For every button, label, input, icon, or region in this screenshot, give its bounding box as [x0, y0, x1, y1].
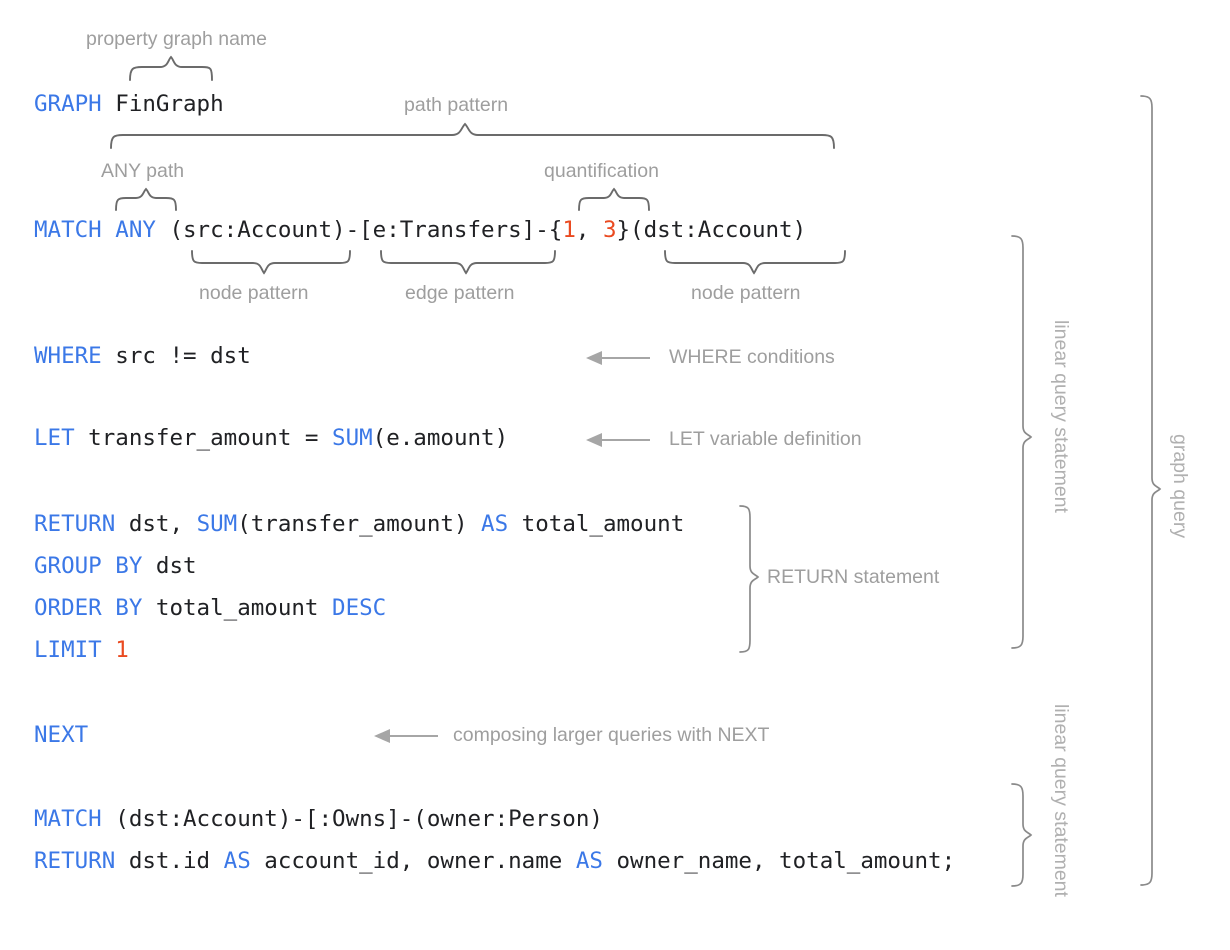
code-token: GRAPH: [34, 91, 102, 117]
code-token: RETURN: [34, 848, 116, 874]
code-token: total_amount: [508, 511, 685, 537]
code-line-match-2: MATCH (dst:Account)-[:Owns]-(owner:Perso…: [34, 808, 603, 831]
label-any-path: ANY path: [101, 160, 185, 182]
code-line-next: NEXT: [34, 724, 88, 747]
code-token: LET: [34, 425, 75, 451]
code-line-return: RETURN dst, SUM(transfer_amount) AS tota…: [34, 513, 684, 536]
code-line-limit: LIMIT 1: [34, 639, 129, 662]
brace-property-graph-name: [129, 55, 213, 81]
code-line-return-2: RETURN dst.id AS account_id, owner.name …: [34, 850, 955, 873]
code-token: (dst:Account)-[:Owns]-(owner:Person): [101, 806, 603, 832]
code-line-match: MATCH ANY (src:Account)-[e:Transfers]-{1…: [34, 219, 806, 242]
code-token: (src:Account)-[e:Transfers]-{: [155, 217, 563, 243]
label-let-variable-definition: LET variable definition: [669, 428, 862, 450]
code-token: src != dst: [101, 343, 251, 369]
code-token: dst: [142, 553, 197, 579]
brace-path-pattern: [110, 122, 835, 149]
code-line-let: LET transfer_amount = SUM(e.amount): [34, 427, 508, 450]
brace-linear-query-statement-2: [1011, 783, 1033, 887]
code-token: AS: [223, 848, 251, 874]
label-where-conditions: WHERE conditions: [669, 346, 835, 368]
label-node-pattern-src: node pattern: [199, 282, 309, 304]
code-token: RETURN: [34, 511, 116, 537]
code-token: WHERE: [34, 343, 102, 369]
code-token: [102, 217, 116, 243]
code-line-group-by: GROUP BY dst: [34, 555, 197, 578]
label-linear-query-statement-1: linear query statement: [1050, 320, 1072, 513]
code-token: GROUP BY: [34, 553, 143, 579]
code-token: LIMIT: [34, 637, 102, 663]
brace-node-pattern-dst: [664, 250, 846, 275]
label-path-pattern: path pattern: [404, 94, 509, 116]
label-property-graph-name: property graph name: [86, 28, 268, 50]
code-token: MATCH: [34, 217, 102, 243]
label-composing-with-next: composing larger queries with NEXT: [453, 724, 770, 746]
code-token: }(dst:Account): [616, 217, 807, 243]
code-token: 1: [562, 217, 576, 243]
code-line-order-by: ORDER BY total_amount DESC: [34, 597, 386, 620]
brace-any-path: [115, 187, 177, 211]
code-token: account_id, owner.name: [250, 848, 576, 874]
label-linear-query-statement-2: linear query statement: [1050, 704, 1072, 897]
brace-edge-pattern: [380, 250, 556, 275]
brace-node-pattern-src: [191, 250, 351, 275]
code-token: 1: [115, 637, 129, 663]
code-token: ORDER BY: [34, 595, 143, 621]
code-token: NEXT: [34, 722, 89, 748]
code-line-graph: GRAPH FinGraph: [34, 93, 224, 116]
code-token: transfer_amount =: [74, 425, 333, 451]
code-token: owner_name, total_amount;: [602, 848, 956, 874]
code-token: (transfer_amount): [237, 511, 482, 537]
code-token: (e.amount): [372, 425, 509, 451]
arrow-let-definition: [586, 433, 650, 447]
code-token: SUM: [332, 425, 373, 451]
label-graph-query: graph query: [1169, 434, 1191, 539]
brace-quantification: [578, 187, 650, 211]
code-token: dst.id: [115, 848, 224, 874]
label-quantification: quantification: [544, 160, 659, 182]
code-token: ,: [575, 217, 603, 243]
code-token: dst,: [115, 511, 197, 537]
code-line-where: WHERE src != dst: [34, 345, 251, 368]
arrow-where-conditions: [586, 351, 650, 365]
brace-graph-query: [1140, 95, 1162, 886]
brace-return-statement: [739, 505, 760, 653]
code-token: MATCH: [34, 806, 102, 832]
code-token: FinGraph: [101, 91, 224, 117]
code-token: total_amount: [142, 595, 333, 621]
code-token: DESC: [332, 595, 387, 621]
code-token: AS: [481, 511, 509, 537]
label-return-statement: RETURN statement: [767, 566, 940, 588]
arrow-composing-next: [374, 729, 438, 743]
code-token: SUM: [196, 511, 238, 537]
code-token: AS: [575, 848, 603, 874]
label-edge-pattern: edge pattern: [405, 282, 515, 304]
code-token: [102, 637, 116, 663]
label-node-pattern-dst: node pattern: [691, 282, 801, 304]
code-token: 3: [602, 217, 617, 243]
code-token: ANY: [115, 217, 156, 243]
brace-linear-query-statement-1: [1011, 235, 1033, 649]
